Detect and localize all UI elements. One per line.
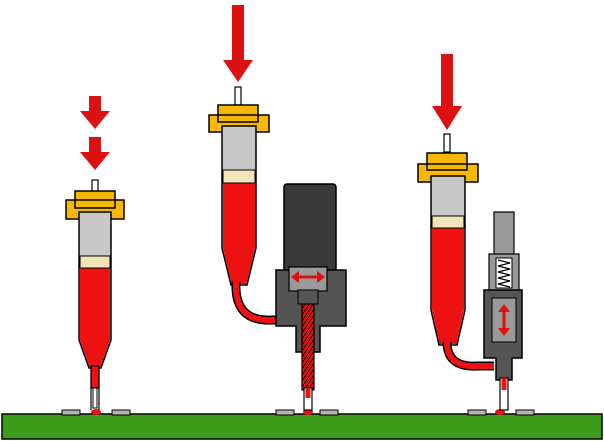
circuit-board (1, 409, 603, 440)
spring-icon (497, 259, 511, 288)
needle-adhesive (501, 378, 507, 390)
adhesive-dot (91, 409, 101, 415)
solder-pads (61, 409, 535, 416)
plunger (79, 255, 111, 269)
air-line (234, 86, 242, 106)
piston-valve-dispenser (417, 54, 523, 411)
plunger (431, 215, 465, 229)
syringe-time-pressure (65, 96, 125, 410)
pad (275, 409, 295, 416)
board-substrate (1, 413, 603, 440)
plunger (222, 169, 256, 184)
piston-motion-arrow-icon (498, 304, 510, 336)
pressure-arrow-lower (80, 137, 110, 170)
pad (515, 409, 535, 416)
adhesive-fill (223, 183, 255, 284)
dispensing-needle (90, 365, 100, 389)
pressure-arrow (432, 54, 462, 130)
needle-tip (92, 387, 98, 409)
needle-adhesive (305, 388, 311, 398)
adhesive-fill (432, 228, 464, 344)
auger-motor-housing (283, 183, 337, 273)
auger-screw (301, 303, 315, 391)
feed-tube-adhesive (232, 281, 300, 324)
adhesive-fill (80, 268, 110, 367)
feed-tube-adhesive (444, 341, 494, 370)
rotation-arrow-icon (291, 271, 325, 283)
pressure-arrow-upper (80, 96, 110, 129)
auger-valve-dispenser (208, 5, 347, 411)
air-line (443, 133, 451, 153)
auger-coupler (297, 289, 319, 305)
pad (61, 409, 81, 416)
needle-outline (90, 366, 100, 410)
syringe-flange (417, 152, 479, 183)
pad (111, 409, 131, 416)
pad (319, 409, 339, 416)
piston-actuator-rod (493, 211, 515, 257)
pad (467, 409, 487, 416)
pressure-arrow (223, 5, 253, 82)
